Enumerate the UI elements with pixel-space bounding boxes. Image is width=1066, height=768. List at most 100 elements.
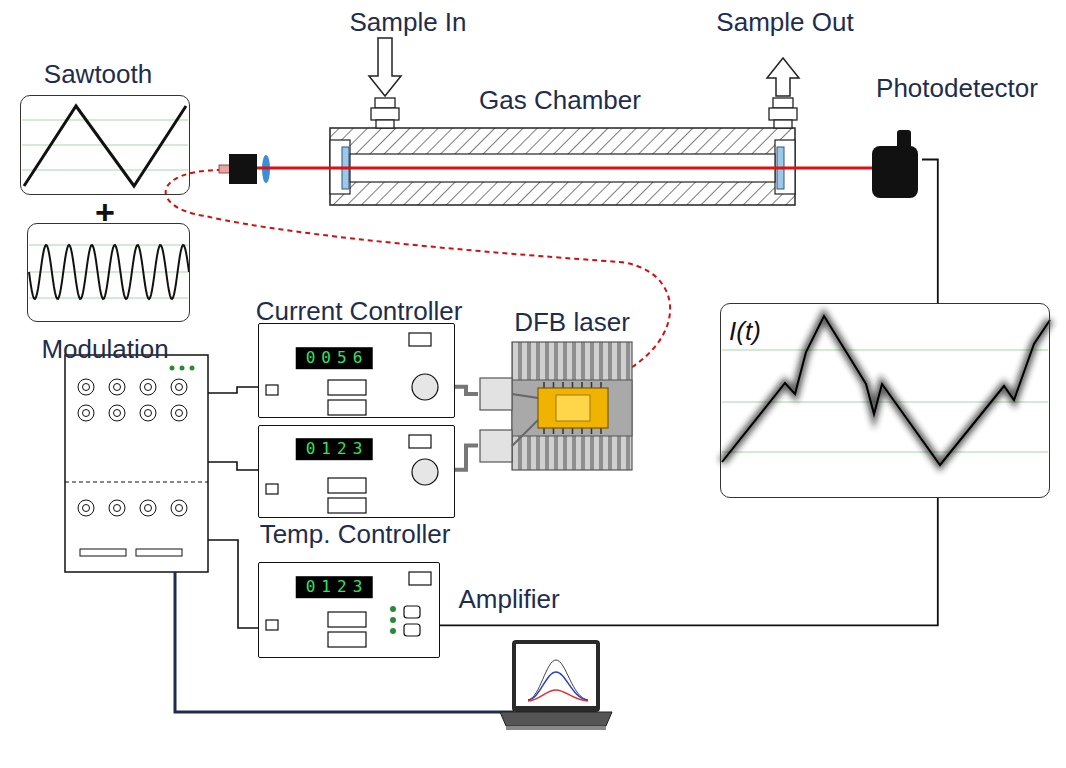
daq-box bbox=[78, 405, 94, 421]
daq-box bbox=[176, 384, 183, 391]
signal-wire bbox=[208, 387, 258, 628]
dfb-heatsink bbox=[572, 382, 574, 388]
display-readout: 0056 bbox=[296, 347, 373, 369]
daq-box bbox=[65, 355, 208, 572]
daq-box bbox=[170, 366, 175, 371]
daq-box bbox=[109, 405, 125, 421]
dfb-heatsink bbox=[480, 378, 512, 410]
daq-box bbox=[190, 366, 195, 371]
status-lights bbox=[390, 606, 396, 612]
sawtooth-wave bbox=[24, 106, 186, 186]
daq-box bbox=[83, 410, 90, 417]
dfb-heatsink bbox=[562, 428, 564, 434]
signal-wire bbox=[440, 498, 938, 625]
daq-box bbox=[65, 482, 208, 483]
dfb-heatsink bbox=[591, 382, 593, 388]
node-label: Photodetector bbox=[876, 74, 1038, 103]
panel-details bbox=[409, 435, 431, 448]
detector-signal bbox=[722, 316, 1050, 465]
status-lights bbox=[390, 628, 396, 634]
plus-sign: + bbox=[95, 194, 115, 231]
grid-lines bbox=[22, 169, 188, 170]
gas-chamber: Gas Chamber bbox=[330, 128, 795, 205]
gas-fitting bbox=[774, 120, 792, 128]
laptop bbox=[500, 712, 612, 726]
daq-box bbox=[136, 549, 182, 556]
photodetector: Photodetector bbox=[870, 140, 922, 205]
daq-box bbox=[176, 505, 183, 512]
dfb-heatsink bbox=[512, 394, 538, 398]
daq-box bbox=[114, 410, 121, 417]
laptop bbox=[528, 672, 588, 700]
daq-box bbox=[171, 500, 187, 516]
daq-box bbox=[109, 379, 125, 395]
signal-plot: I(t) bbox=[720, 303, 1050, 498]
collimator bbox=[219, 165, 230, 173]
daq-box bbox=[180, 366, 185, 371]
grid-lines bbox=[722, 349, 1048, 350]
flow-arrow bbox=[369, 38, 401, 96]
flow-label: Sample Out bbox=[716, 8, 853, 37]
gas-fitting bbox=[375, 98, 395, 108]
daq-box bbox=[145, 410, 152, 417]
signal-wire bbox=[208, 462, 258, 470]
grid-lines bbox=[29, 297, 188, 298]
laptop bbox=[516, 644, 596, 706]
node-label: DFB laser bbox=[514, 308, 630, 337]
panel-details bbox=[409, 333, 431, 346]
signal-wire bbox=[208, 540, 258, 628]
gas-fitting bbox=[769, 108, 797, 120]
plot-box: Modulation bbox=[27, 223, 190, 322]
daq-box bbox=[83, 384, 90, 391]
gas-fitting bbox=[773, 98, 793, 108]
panel-details bbox=[404, 624, 420, 636]
dfb-heatsink bbox=[600, 428, 602, 434]
panel-details bbox=[328, 380, 366, 395]
detector-signal bbox=[722, 316, 1050, 465]
node-label: Sawtooth bbox=[44, 60, 152, 89]
status-lights bbox=[390, 617, 396, 623]
dfb-heatsink bbox=[562, 382, 564, 388]
dfb-heatsink bbox=[591, 428, 593, 434]
dfb-laser: DFB laser bbox=[478, 340, 634, 472]
photodetector-body bbox=[872, 130, 918, 198]
dfb-heatsink bbox=[538, 388, 608, 428]
dfb-heatsink bbox=[480, 342, 632, 470]
daq-box bbox=[171, 379, 187, 395]
panel-details bbox=[404, 606, 420, 618]
signal-wire bbox=[208, 387, 258, 393]
current-controller: Current Controller0056 bbox=[258, 323, 455, 418]
laser-cable bbox=[455, 446, 478, 470]
dfb-heatsink bbox=[556, 395, 590, 421]
daq-box bbox=[114, 505, 121, 512]
dfb-heatsink bbox=[581, 428, 583, 434]
laptop bbox=[512, 640, 600, 712]
dfb-heatsink bbox=[553, 382, 555, 388]
panel-details bbox=[328, 632, 366, 647]
dfb-heatsink bbox=[572, 428, 574, 434]
dfb-heatsink bbox=[543, 382, 545, 388]
dfb-heatsink bbox=[581, 382, 583, 388]
gas-fitting bbox=[376, 120, 394, 128]
display-readout: 0123 bbox=[296, 576, 373, 598]
daq-box bbox=[83, 505, 90, 512]
panel-details bbox=[409, 572, 431, 585]
laptop bbox=[500, 640, 612, 730]
signal-wire bbox=[922, 160, 938, 304]
laptop bbox=[506, 726, 606, 730]
node-label: I(t) bbox=[729, 317, 761, 346]
daq-box bbox=[145, 384, 152, 391]
panel-details bbox=[328, 478, 366, 493]
display-readout: 0123 bbox=[296, 438, 373, 460]
dfb-heatsink bbox=[512, 420, 538, 446]
daq-box bbox=[176, 410, 183, 417]
panel-details bbox=[266, 385, 278, 395]
daq-box bbox=[114, 384, 121, 391]
detector-signal bbox=[722, 316, 1050, 465]
dfb-heatsink bbox=[512, 342, 632, 470]
daq-box bbox=[65, 355, 208, 572]
panel-details bbox=[328, 612, 366, 627]
